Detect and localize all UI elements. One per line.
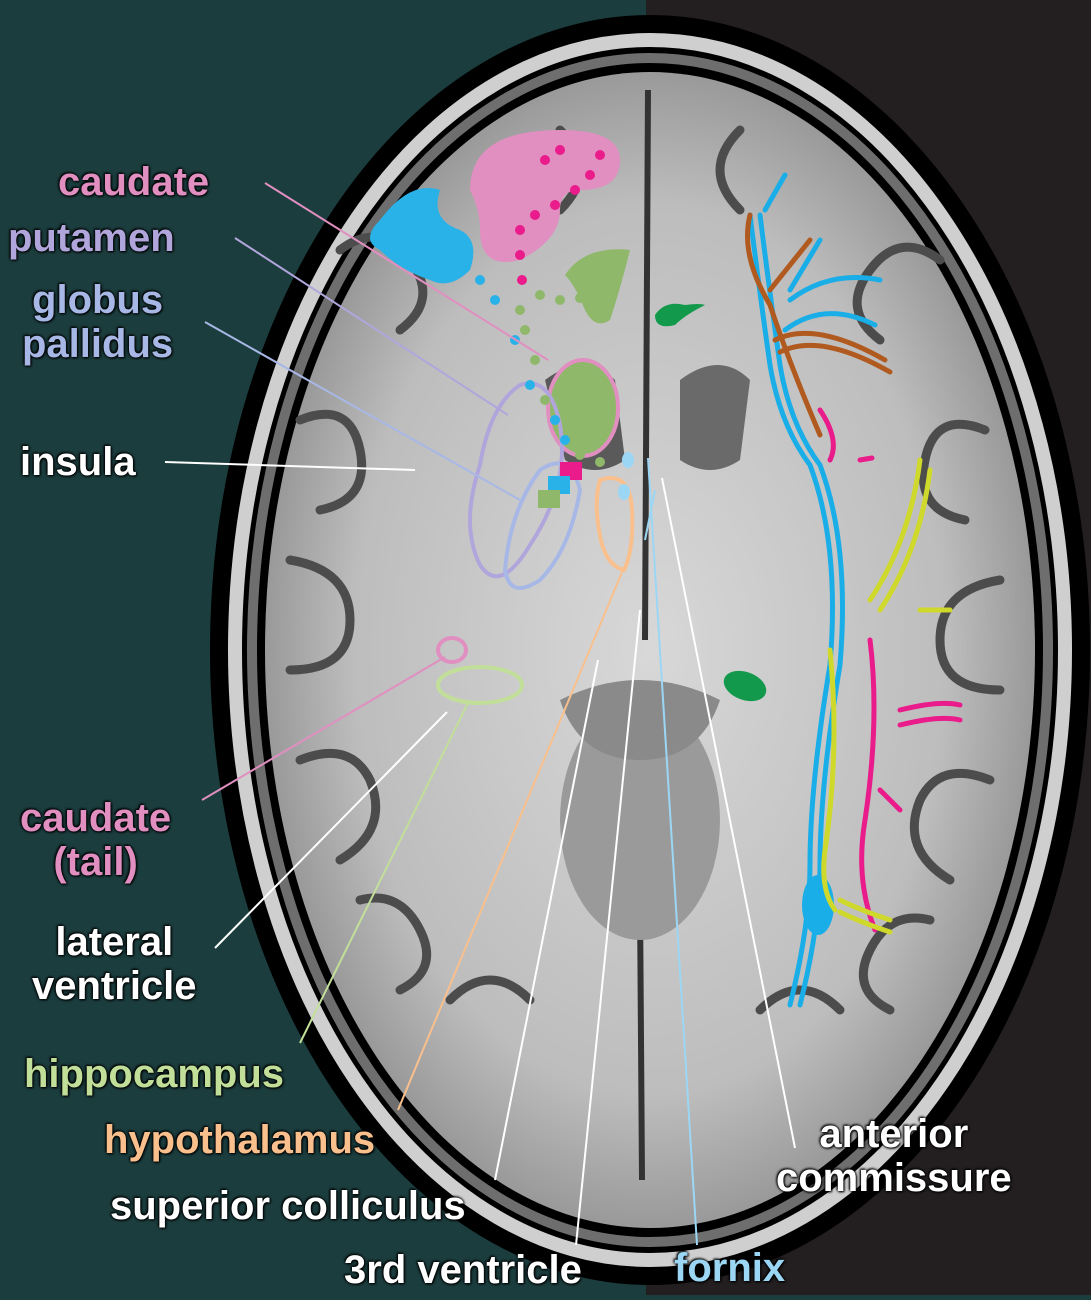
label-caudate-tail-line2: (tail) [20, 840, 171, 884]
label-superior-colliculus: superior colliculus [110, 1184, 466, 1228]
label-insula: insula [20, 440, 136, 484]
label-anterior-commissure-line2: commissure [776, 1156, 1012, 1200]
label-globus-line1: globus [22, 278, 173, 322]
label-third-ventricle: 3rd ventricle [344, 1248, 582, 1292]
label-lateral-ventricle-line1: lateral [32, 920, 197, 964]
small-region-green [538, 490, 560, 508]
label-anterior-commissure-line1: anterior [776, 1112, 1012, 1156]
label-hippocampus: hippocampus [24, 1052, 284, 1096]
midline-fissure [645, 90, 648, 640]
label-lateral-ventricle: lateral ventricle [32, 920, 197, 1008]
label-putamen: putamen [8, 216, 175, 260]
label-globus-pallidus: globus pallidus [22, 278, 173, 366]
label-lateral-ventricle-line2: ventricle [32, 964, 197, 1008]
label-hypothalamus: hypothalamus [104, 1118, 375, 1162]
midline-posterior [640, 900, 642, 1180]
label-fornix: fornix [674, 1246, 785, 1290]
label-anterior-commissure: anterior commissure [776, 1112, 1012, 1200]
label-caudate-tail: caudate (tail) [20, 796, 171, 884]
ventricle-right-shape [680, 365, 750, 470]
label-globus-line2: pallidus [22, 322, 173, 366]
fornix-dot-1 [622, 452, 634, 468]
caudate-head-green [548, 360, 618, 456]
label-caudate-tail-line1: caudate [20, 796, 171, 840]
label-caudate: caudate [58, 160, 209, 204]
fornix-dot-2 [618, 484, 630, 500]
